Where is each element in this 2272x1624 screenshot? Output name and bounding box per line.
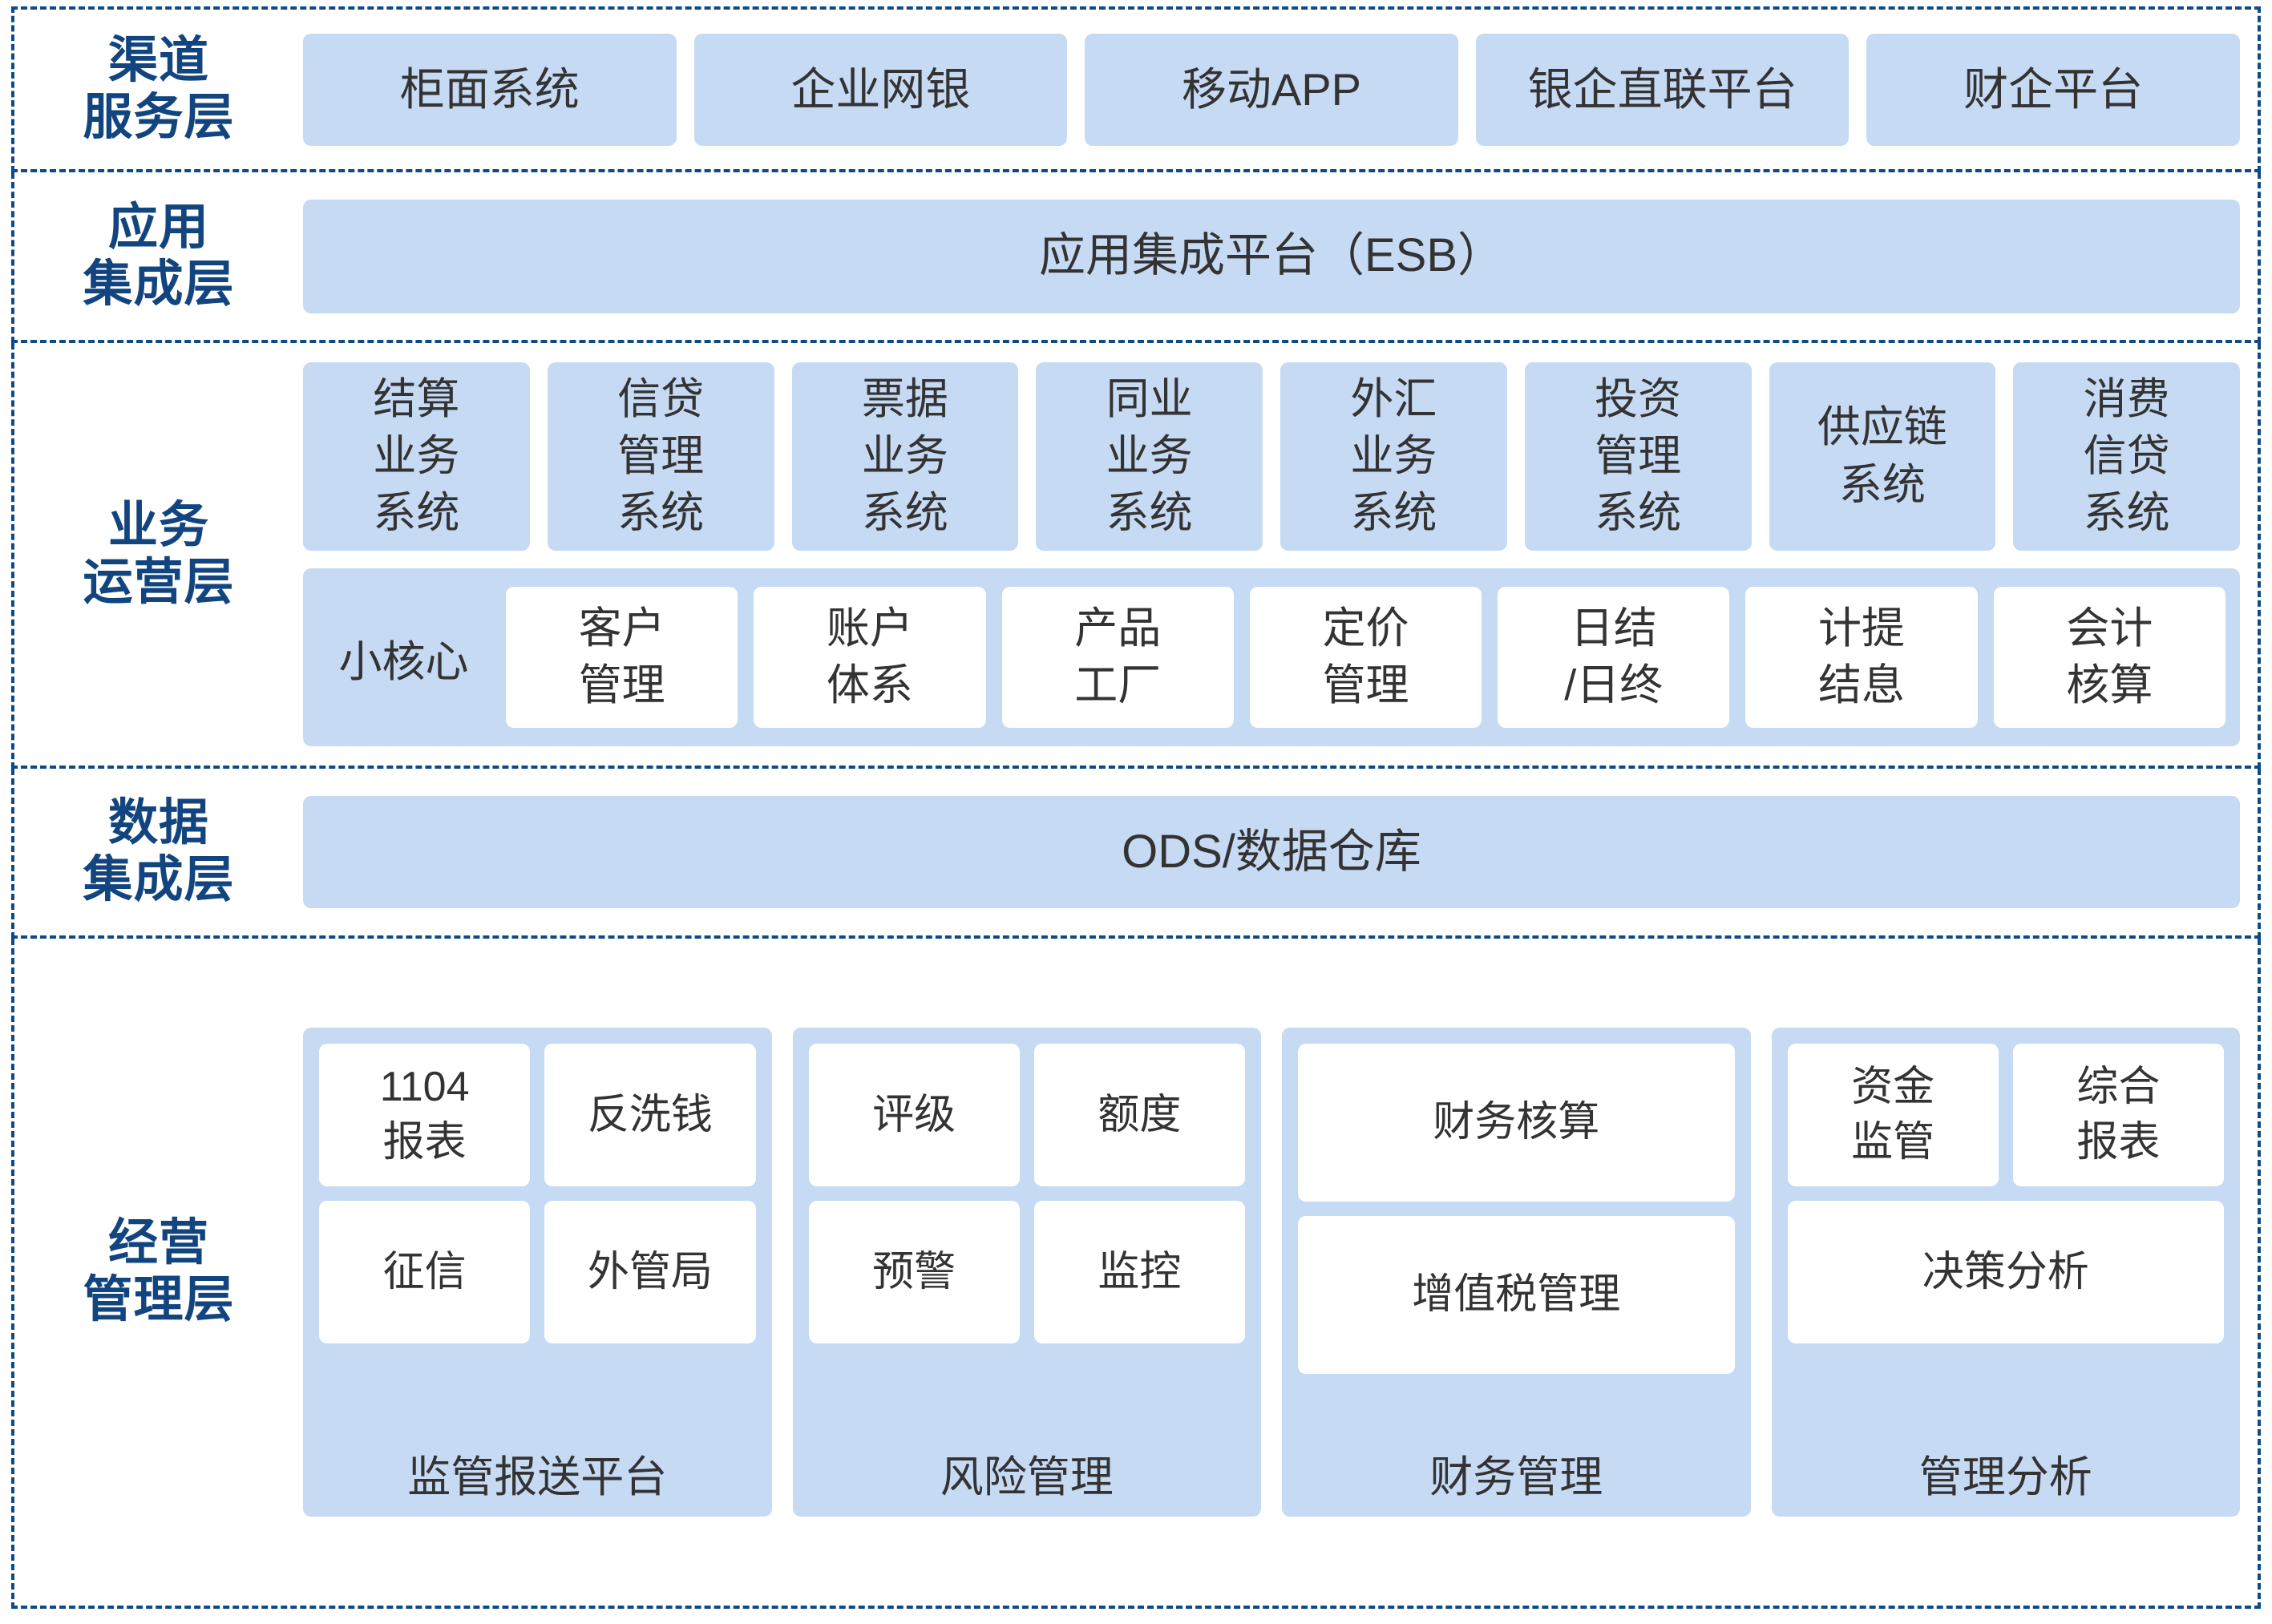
layer-label-business-operations: 业务 运营层 <box>83 497 235 610</box>
core-banking-label: 小核心 <box>338 637 469 686</box>
layer-body-business-operations: 结算 业务 系统 信贷 管理 系统 票据 业务 系统 同业 业务 系统 外汇 业… <box>303 362 2258 746</box>
core-module-accounting[interactable]: 会计 核算 <box>1993 587 2226 728</box>
regulatory-reporting-grid: 1104 报表 反洗钱 征信 外管局 <box>319 1044 756 1428</box>
business-system-credit[interactable]: 信贷 管理 系统 <box>547 362 774 551</box>
layer-channel-service: 渠道 服务层 柜面系统 企业网银 移动APP 银企直联平台 财企平台 <box>11 6 2261 172</box>
layer-label-data-integration: 数据 集成层 <box>83 795 235 907</box>
financial-management-grid: 财务核算 增值税管理 <box>1298 1044 1735 1428</box>
business-system-bills[interactable]: 票据 业务 系统 <box>791 362 1019 551</box>
layer-body-management: 1104 报表 反洗钱 征信 外管局 监管报送平台 评级 额度 预警 监控 <box>303 1028 2258 1517</box>
core-module-pricing-management[interactable]: 定价 管理 <box>1249 587 1482 728</box>
business-systems-row: 结算 业务 系统 信贷 管理 系统 票据 业务 系统 同业 业务 系统 外汇 业… <box>303 362 2240 551</box>
layer-business-operations: 业务 运营层 结算 业务 系统 信贷 管理 系统 票据 业务 系统 同业 业务 … <box>11 343 2261 769</box>
business-system-consumer-credit[interactable]: 消费 信贷 系统 <box>2013 362 2240 551</box>
core-module-customer-management[interactable]: 客户 管理 <box>506 587 738 728</box>
business-system-interbank[interactable]: 同业 业务 系统 <box>1036 362 1263 551</box>
layer-application-integration: 应用 集成层 应用集成平台（ESB） <box>11 172 2261 343</box>
management-group-regulatory-reporting: 1104 报表 反洗钱 征信 外管局 监管报送平台 <box>303 1028 772 1517</box>
layer-label-application-integration: 应用 集成层 <box>83 199 235 312</box>
business-system-forex[interactable]: 外汇 业务 系统 <box>1280 362 1507 551</box>
management-groups-row: 1104 报表 反洗钱 征信 外管局 监管报送平台 评级 额度 预警 监控 <box>303 1028 2240 1517</box>
layer-label-management: 经营 管理层 <box>83 1215 235 1327</box>
regulatory-item-credit-reference[interactable]: 征信 <box>319 1201 531 1343</box>
core-module-product-factory[interactable]: 产品 工厂 <box>1001 587 1234 728</box>
channel-item-counter-system[interactable]: 柜面系统 <box>303 33 677 146</box>
core-module-account-system[interactable]: 账户 体系 <box>754 587 986 728</box>
channel-item-treasury-platform[interactable]: 财企平台 <box>1866 33 2240 146</box>
management-group-management-analysis: 资金 监管 综合 报表 决策分析 管理分析 <box>1771 1028 2240 1517</box>
layer-management: 经营 管理层 1104 报表 反洗钱 征信 外管局 监管报送平台 评级 <box>11 939 2261 1609</box>
risk-item-rating[interactable]: 评级 <box>808 1044 1020 1186</box>
channel-systems-row: 柜面系统 企业网银 移动APP 银企直联平台 财企平台 <box>303 33 2240 146</box>
risk-item-monitoring[interactable]: 监控 <box>1033 1201 1245 1343</box>
layer-body-application-integration: 应用集成平台（ESB） <box>303 199 2258 313</box>
core-module-accrual-interest[interactable]: 计提 结息 <box>1745 587 1978 728</box>
finance-item-vat-management[interactable]: 增值税管理 <box>1298 1216 1735 1374</box>
channel-item-mobile-app[interactable]: 移动APP <box>1085 33 1458 146</box>
risk-item-early-warning[interactable]: 预警 <box>808 1201 1020 1343</box>
analysis-item-comprehensive-report[interactable]: 综合 报表 <box>2012 1044 2224 1186</box>
layer-label-channel-service: 渠道 服务层 <box>83 32 235 145</box>
analysis-item-fund-supervision[interactable]: 资金 监管 <box>1787 1044 1999 1186</box>
business-system-investment[interactable]: 投资 管理 系统 <box>1524 362 1752 551</box>
analysis-item-decision-analysis[interactable]: 决策分析 <box>1787 1201 2224 1343</box>
business-system-settlement[interactable]: 结算 业务 系统 <box>303 362 530 551</box>
management-group-risk-management: 评级 额度 预警 监控 风险管理 <box>792 1028 1261 1517</box>
risk-item-limit[interactable]: 额度 <box>1033 1044 1245 1186</box>
management-group-financial-management: 财务核算 增值税管理 财务管理 <box>1282 1028 1751 1517</box>
group-footer-management-analysis: 管理分析 <box>1918 1452 2092 1501</box>
core-banking-band: 小核心 客户 管理 账户 体系 产品 工厂 定价 管理 日结 /日终 计提 结息… <box>303 568 2240 746</box>
finance-item-financial-accounting[interactable]: 财务核算 <box>1298 1044 1735 1202</box>
group-footer-risk-management: 风险管理 <box>940 1452 1114 1501</box>
regulatory-item-safe-bureau[interactable]: 外管局 <box>544 1201 756 1343</box>
group-footer-financial-management: 财务管理 <box>1429 1452 1603 1501</box>
group-footer-regulatory-reporting: 监管报送平台 <box>407 1452 668 1501</box>
esb-platform-bar[interactable]: 应用集成平台（ESB） <box>303 199 2240 313</box>
business-system-supply-chain[interactable]: 供应链 系统 <box>1769 362 1996 551</box>
risk-management-grid: 评级 额度 预警 监控 <box>808 1044 1245 1428</box>
channel-item-corporate-ebank[interactable]: 企业网银 <box>693 33 1068 146</box>
regulatory-item-1104-report[interactable]: 1104 报表 <box>319 1044 531 1186</box>
layer-body-data-integration: ODS/数据仓库 <box>303 796 2258 908</box>
ods-data-warehouse-bar[interactable]: ODS/数据仓库 <box>303 796 2240 908</box>
layer-body-channel-service: 柜面系统 企业网银 移动APP 银企直联平台 财企平台 <box>303 33 2258 146</box>
regulatory-item-aml[interactable]: 反洗钱 <box>544 1044 756 1186</box>
channel-item-bank-enterprise-link[interactable]: 银企直联平台 <box>1475 33 1850 146</box>
core-module-daily-settlement[interactable]: 日结 /日终 <box>1498 587 1730 728</box>
management-analysis-grid: 资金 监管 综合 报表 决策分析 <box>1787 1044 2224 1428</box>
layer-data-integration: 数据 集成层 ODS/数据仓库 <box>11 769 2261 939</box>
